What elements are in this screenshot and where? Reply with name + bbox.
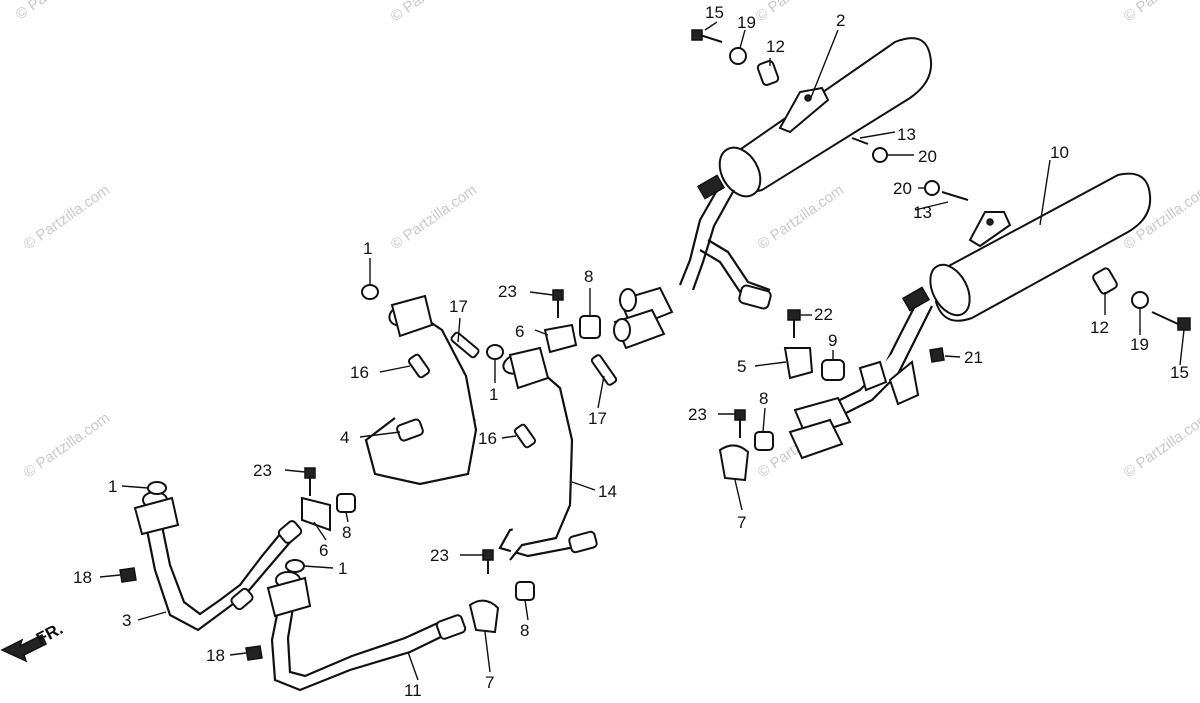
callout-8: 8 [759,389,768,408]
callout-6: 6 [319,541,328,560]
callout-5: 5 [737,357,746,376]
callout-12: 12 [766,37,785,56]
exhaust-pipe-11[interactable] [266,571,467,692]
callout-7: 7 [485,673,494,692]
callout-18: 18 [73,568,92,587]
callout-7: 7 [737,513,746,532]
watermark-text: © Partzilla.com [388,0,481,25]
callout-22: 22 [814,305,833,324]
callout-17: 17 [449,297,468,316]
callout-15: 15 [1170,363,1189,382]
watermark-text: © Partzilla.com [755,181,848,253]
callout-6: 6 [515,322,524,341]
callout-19: 19 [737,13,756,32]
callout-12: 12 [1090,318,1109,337]
hardware[interactable] [119,29,1191,661]
watermark-text: © Partzilla.com [13,0,106,23]
leader-lines [99,21,1185,681]
callout-16: 16 [478,429,497,448]
callout-1: 1 [108,477,117,496]
callout-1: 1 [489,385,498,404]
watermark-text: © Partzilla.com [21,181,114,253]
callout-1: 1 [363,239,372,258]
watermark-text: © Partzilla.com [1121,0,1200,25]
callout-8: 8 [520,621,529,640]
callout-19: 19 [1130,335,1149,354]
callout-23: 23 [498,282,517,301]
callout-3: 3 [122,611,131,630]
callout-8: 8 [342,523,351,542]
callout-14: 14 [598,482,617,501]
front-direction-marker: FR. [0,619,66,663]
callout-21: 21 [964,348,983,367]
muffler-upper[interactable] [613,37,932,350]
callout-17: 17 [588,409,607,428]
gasket [361,284,379,300]
exhaust-pipe-14[interactable] [498,346,598,561]
callout-18: 18 [206,646,225,665]
front-arrow-icon [0,633,47,663]
watermark-text: © Partzilla.com [1121,409,1200,481]
callout-9: 9 [828,331,837,350]
callout-13: 13 [913,203,932,222]
callout-16: 16 [350,363,369,382]
watermark-text: © Partzilla.com [753,0,846,25]
callout-23: 23 [253,461,272,480]
callout-23: 23 [430,546,449,565]
callout-23: 23 [688,405,707,424]
watermark-text: © Partzilla.com [388,181,481,253]
callout-4: 4 [340,428,349,447]
watermark-text: © Partzilla.com [21,409,114,481]
callout-8: 8 [584,267,593,286]
muffler-lower[interactable] [788,172,1152,460]
callout-11: 11 [404,681,422,700]
callout-1: 1 [338,559,347,578]
callouts: 1 1 1 1 2 3 4 5 6 6 7 7 8 8 8 8 9 10 11 … [73,3,1189,700]
exhaust-pipe-3[interactable] [133,491,303,632]
callout-10: 10 [1050,143,1069,162]
callout-13: 13 [897,125,916,144]
callout-20: 20 [918,147,937,166]
callout-20: 20 [893,179,912,198]
callout-15: 15 [705,3,724,22]
callout-2: 2 [836,11,845,30]
